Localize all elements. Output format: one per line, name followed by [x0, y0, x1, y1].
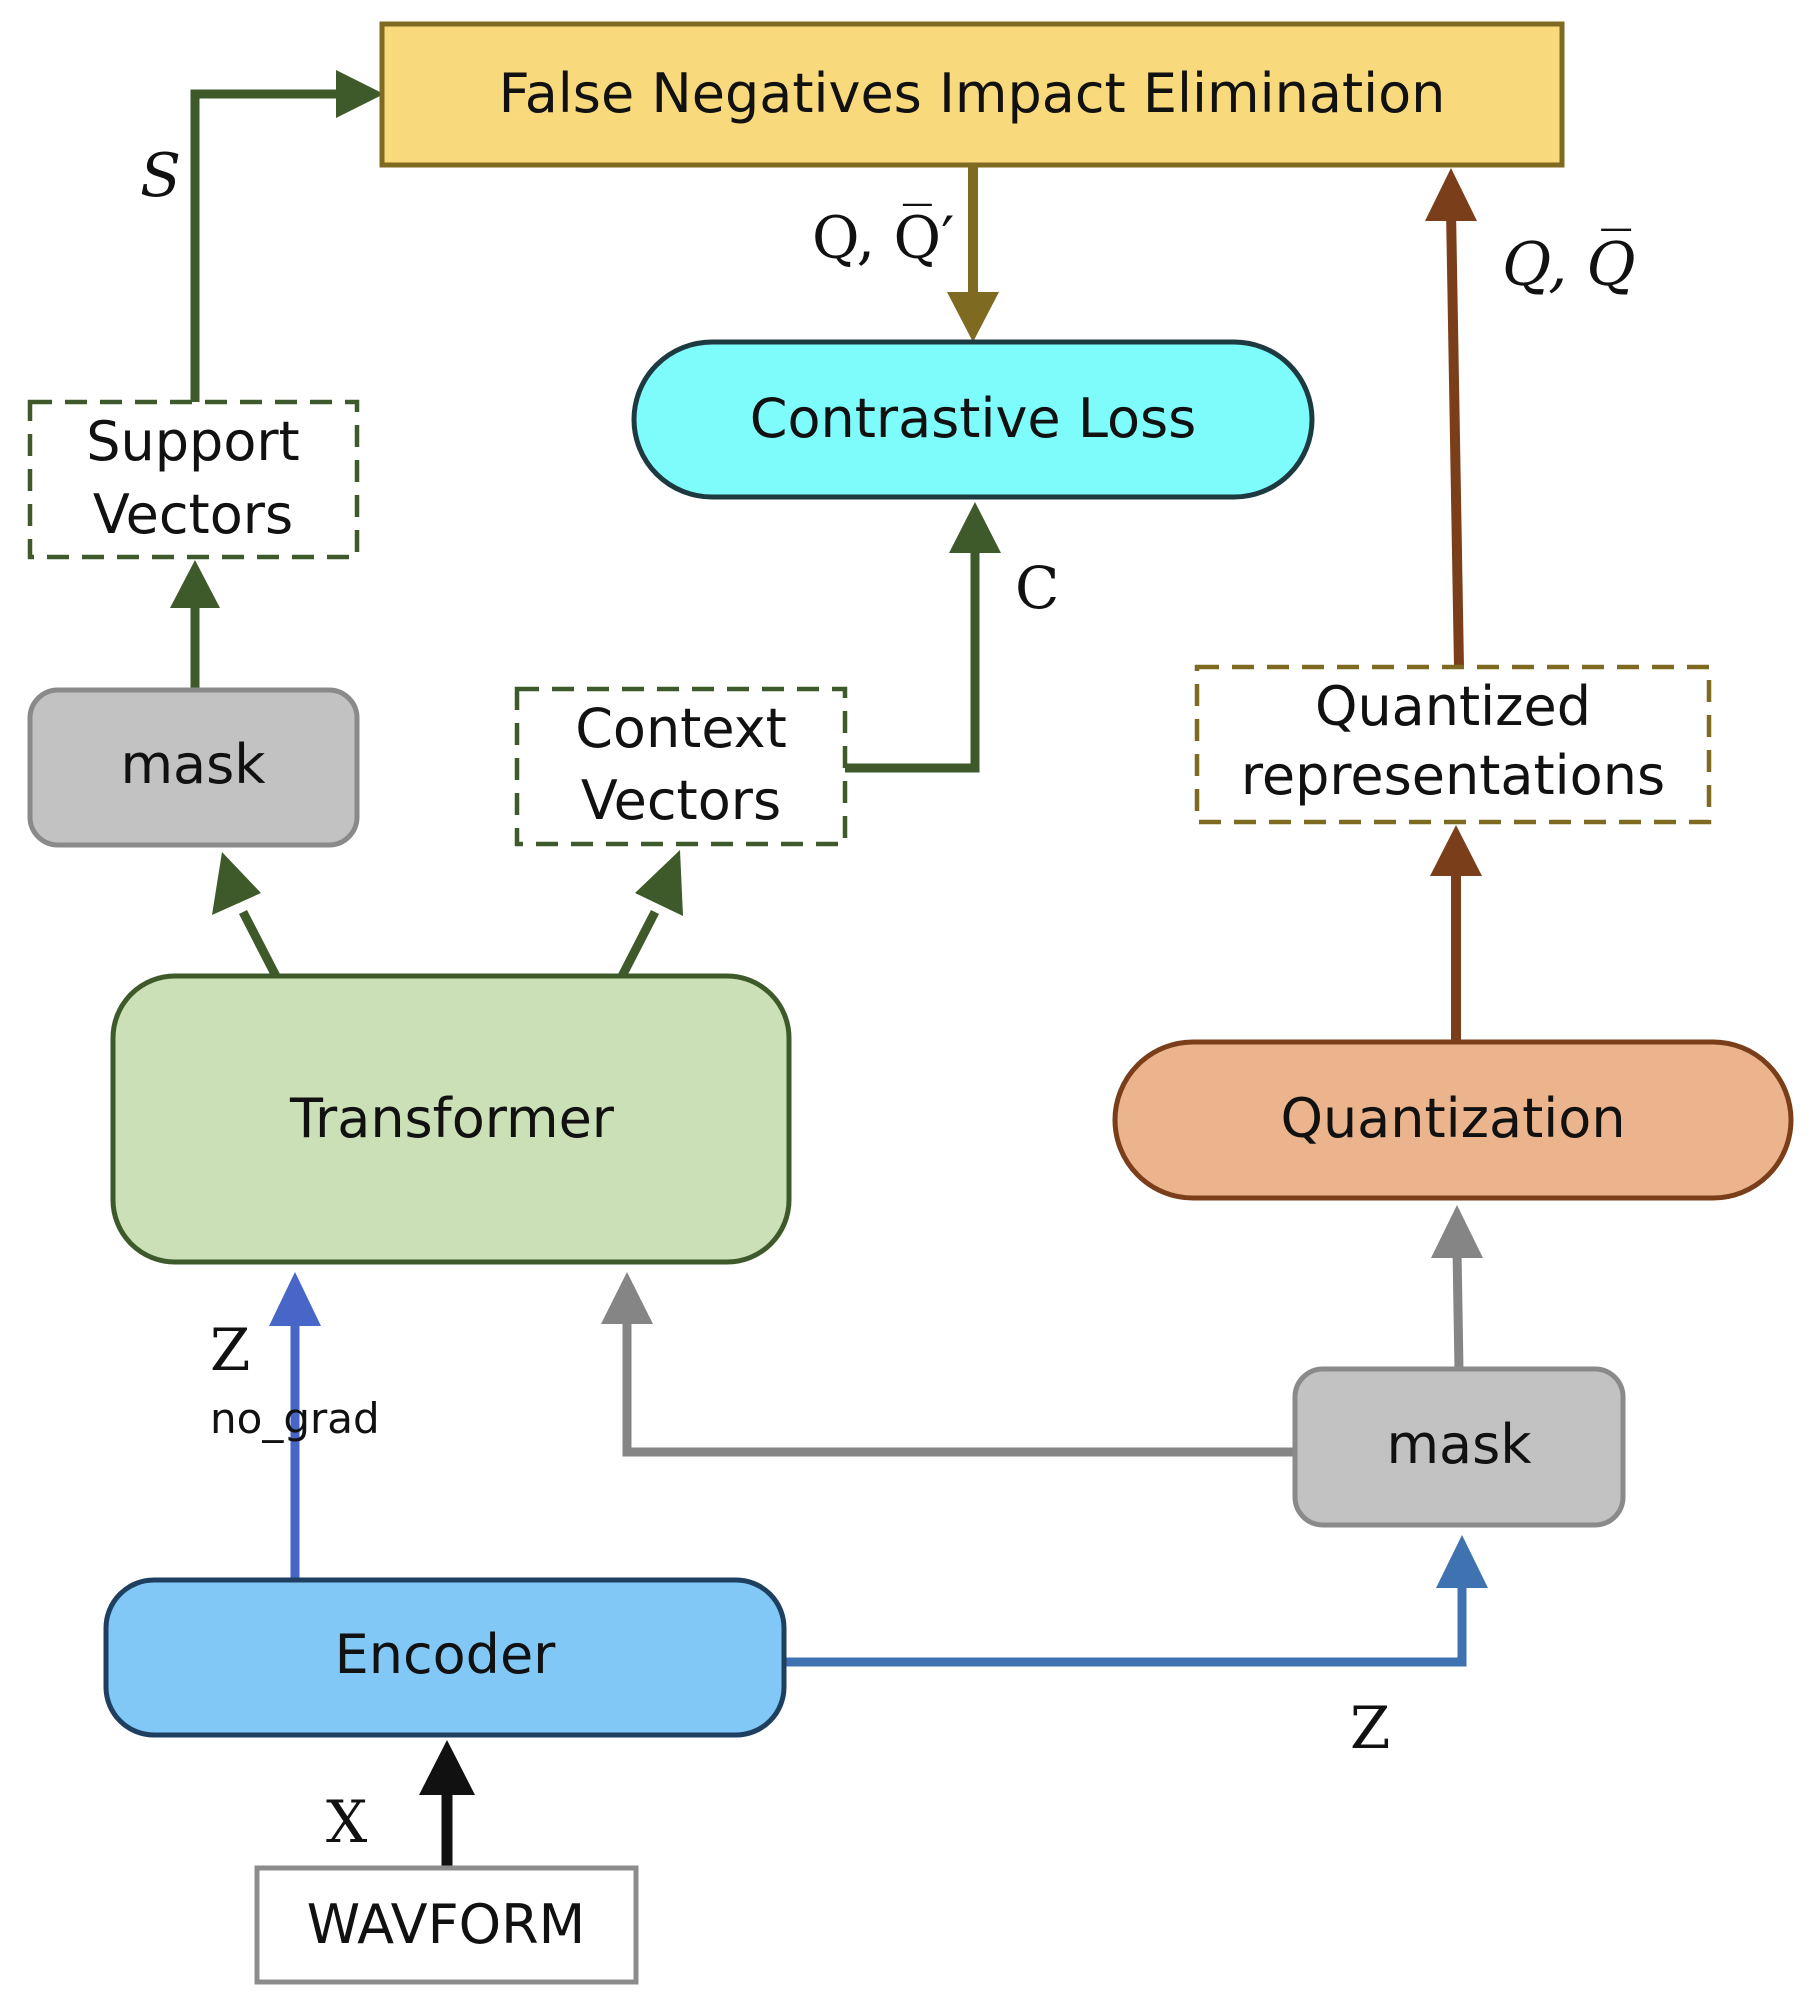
no-grad-edge-label: no_grad	[210, 1394, 380, 1443]
quantized-representations-box: Quantized representations	[1194, 664, 1712, 825]
support-vectors-label-line2: Vectors	[93, 483, 293, 546]
quantization-to-quantized-arrow	[1430, 825, 1482, 1047]
context-vectors-label-line2: Vectors	[581, 769, 781, 832]
encoder-label: Encoder	[335, 1623, 557, 1686]
fnie-to-contrastive-arrow	[947, 163, 999, 342]
c-edge-label: C	[1015, 554, 1059, 622]
transformer-to-context-arrow	[615, 850, 683, 983]
support-vectors-label-line1: Support	[86, 410, 299, 473]
support-vectors-box: Support Vectors	[27, 399, 360, 560]
mask-right-label: mask	[1386, 1413, 1532, 1476]
waveform-to-encoder-arrow	[419, 1740, 475, 1870]
quantized-to-fnie-arrow	[1425, 168, 1477, 669]
quantized-representations-label-line2: representations	[1241, 744, 1665, 807]
mask-to-support-arrow	[170, 560, 220, 693]
fnie-box: False Negatives Impact Elimination	[379, 21, 1565, 168]
encoder-box: Encoder	[103, 1577, 787, 1738]
contrastive-loss-label: Contrastive Loss	[750, 387, 1197, 450]
encoder-to-mask-arrow	[784, 1535, 1488, 1667]
transformer-box: Transformer	[110, 973, 792, 1265]
x-edge-label: X	[326, 1788, 368, 1856]
quantization-label: Quantization	[1280, 1087, 1625, 1150]
mask-left-box: mask	[27, 687, 360, 848]
waveform-label: WAVFORM	[307, 1893, 586, 1956]
mask-to-quantization-arrow	[1431, 1205, 1483, 1371]
mask-to-transformer-arrow	[601, 1272, 1298, 1457]
mask-left-label: mask	[120, 733, 266, 796]
context-to-contrastive-arrow	[843, 502, 1001, 773]
encoder-to-transformer-arrow	[269, 1272, 321, 1585]
transformer-label: Transformer	[289, 1087, 615, 1150]
q-qbar-edge-label: Q, Q̅	[1502, 228, 1636, 300]
s-edge-label: S	[140, 141, 181, 211]
context-vectors-box: Context Vectors	[514, 686, 848, 847]
quantization-box: Quantization	[1112, 1039, 1794, 1201]
fnie-label: False Negatives Impact Elimination	[499, 62, 1446, 125]
context-vectors-label-line1: Context	[575, 697, 787, 760]
contrastive-loss-box: Contrastive Loss	[631, 339, 1315, 500]
z-right-edge-label: Z	[1350, 1694, 1390, 1762]
quantized-representations-label-line1: Quantized	[1315, 675, 1591, 738]
q-qbar-prime-edge-label: Q, Q̅′	[812, 202, 954, 272]
support-to-fnie-arrow	[190, 70, 384, 405]
mask-right-box: mask	[1292, 1366, 1626, 1528]
waveform-box: WAVFORM	[254, 1865, 639, 1985]
z-left-edge-label: Z	[210, 1316, 250, 1384]
transformer-to-mask-arrow	[212, 852, 283, 983]
